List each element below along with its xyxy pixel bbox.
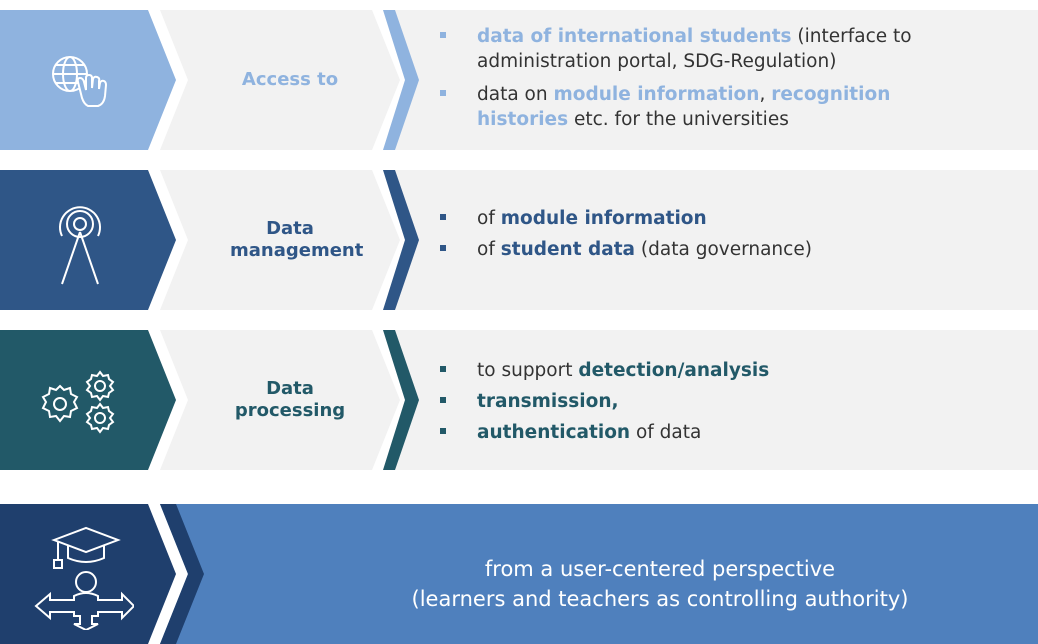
row-access-shapes: [0, 10, 1038, 150]
bullet-highlight: detection/analysis: [578, 360, 770, 381]
bullet-square-icon: [440, 428, 446, 434]
user-centered-line-2: (learners and teachers as controlling au…: [411, 587, 909, 611]
bullet-highlight: student data: [500, 239, 636, 260]
bullet-square-icon: [440, 366, 446, 372]
row-data-management-label-chevron: [383, 170, 423, 310]
bullet-item: data of international students (interfac…: [440, 24, 980, 74]
bullet-item: of student data (data governance): [440, 237, 980, 262]
row-data-management-label: Data management: [200, 170, 380, 310]
bullet-text: (interface to administration portal, SDG…: [477, 26, 912, 72]
row-access-bullets: data of international students (interfac…: [440, 24, 980, 140]
gears-icon: [41, 370, 115, 434]
bullet-item: authentication of data: [440, 420, 980, 445]
bullet-item: transmission,: [440, 389, 980, 414]
bullet-item: data on module information, recognition …: [440, 82, 980, 132]
bullet-square-icon: [440, 32, 446, 38]
row-access-text-panel: [395, 10, 1038, 150]
user-centered-text: from a user-centered perspective (learne…: [330, 554, 990, 614]
bullet-text: to support: [477, 360, 579, 381]
row-data-processing-label: Data processing: [200, 330, 380, 470]
bullet-square-icon: [440, 397, 446, 403]
row-access-label-chevron: [383, 10, 423, 150]
row-data-management-text-panel: [395, 170, 1038, 310]
bullet-item: of module information: [440, 206, 980, 231]
row-user-centered-text-panel: [160, 504, 1038, 644]
row-data-processing-bullets: to support detection/analysis transmissio…: [440, 358, 980, 451]
row-data-processing-label-panel: [160, 330, 400, 470]
bullet-highlight: authentication: [477, 422, 631, 443]
row-access: Access to data of international students…: [0, 10, 1038, 150]
row-data-processing-icon-chevron: [0, 330, 176, 470]
broadcast-tower-icon: [59, 206, 101, 285]
row-data-management-icon-chevron: [0, 170, 176, 310]
bullet-text: (data governance): [635, 239, 812, 260]
row-data-processing-label-chevron: [383, 330, 423, 470]
user-centered-line-1: from a user-centered perspective: [484, 557, 836, 581]
bullet-text: of: [477, 239, 501, 260]
bullet-text: etc. for the universities: [568, 109, 789, 130]
bullet-square-icon: [440, 90, 446, 96]
bullet-highlight: transmission,: [477, 391, 619, 412]
bullet-square-icon: [440, 214, 446, 220]
row-access-label-panel: [160, 10, 400, 150]
bullet-highlight: module information: [500, 208, 707, 229]
user-graduation-directions-icon: [34, 526, 134, 630]
row-data-processing: Data processing to support detection/ana…: [0, 330, 1038, 470]
bullet-highlight: module information: [553, 84, 760, 105]
row-data-management-label-panel: [160, 170, 400, 310]
row-data-processing-text-panel: [395, 330, 1038, 470]
globe-hand-icon: [52, 56, 108, 107]
bullet-highlight: recognition histories: [477, 84, 891, 130]
row-user-centered-dark-chevron: [160, 504, 204, 644]
row-data-management-shapes: [0, 170, 1038, 310]
bullet-square-icon: [440, 245, 446, 251]
row-user-centered: from a user-centered perspective (learne…: [0, 504, 1038, 644]
row-data-management-label-text: Data management: [230, 218, 364, 261]
bullet-highlight: data of international students: [477, 26, 792, 47]
bullet-text: ,: [759, 84, 772, 105]
row-access-label: Access to: [241, 69, 339, 90]
row-data-processing-shapes: [0, 330, 1038, 470]
row-data-processing-label-text: Data processing: [234, 378, 346, 421]
bullet-text: of: [477, 208, 501, 229]
bullet-item: to support detection/analysis: [440, 358, 980, 383]
bullet-text: data on: [477, 84, 554, 105]
bullet-text: of data: [630, 422, 702, 443]
